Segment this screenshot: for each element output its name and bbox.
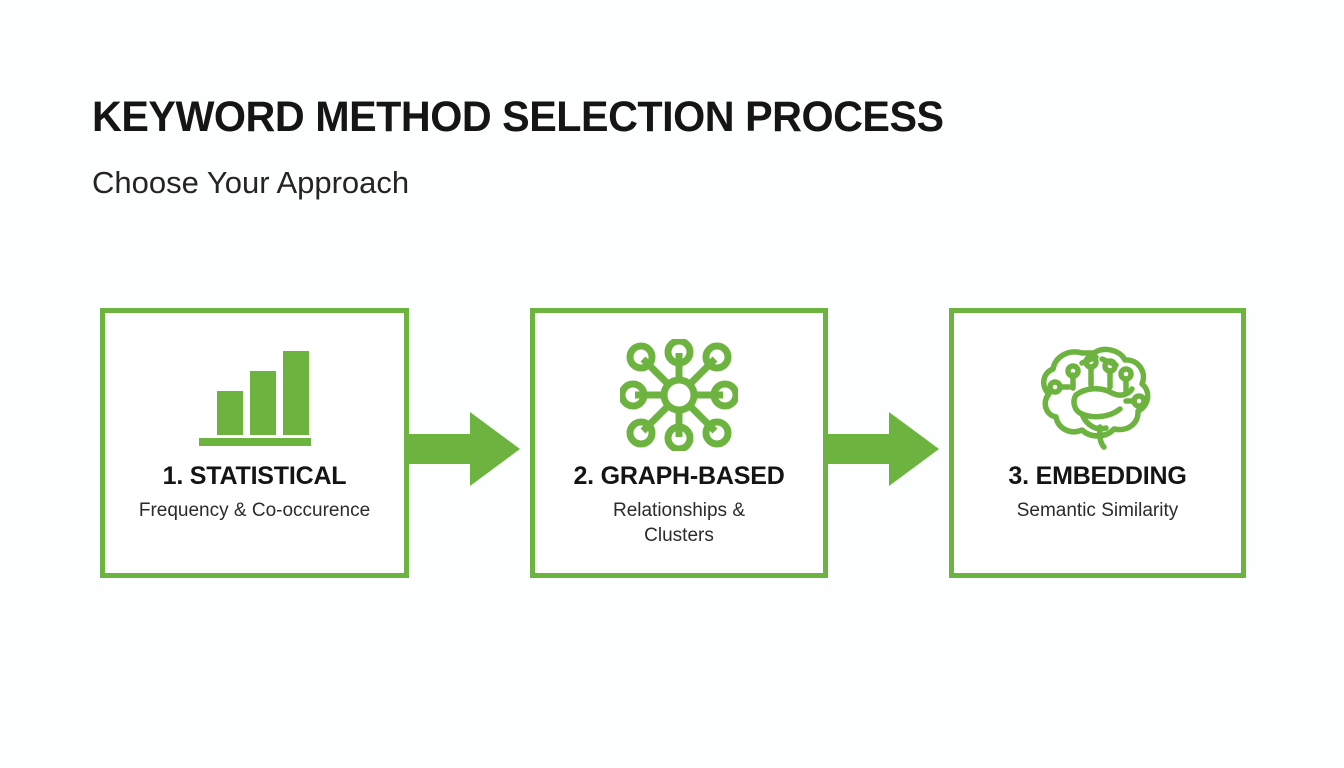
page-subtitle: Choose Your Approach [92,165,410,200]
process-step-description: Frequency & Co-occurence [138,500,371,522]
brain-circuit-icon [1036,339,1160,451]
process-step-title: 1. STATISTICAL [162,462,347,490]
process-step-title: 3. EMBEDDING [1008,462,1187,490]
page-title: KEYWORD METHOD SELECTION PROCESS [92,93,944,141]
arrow-right-icon [827,412,939,486]
process-step-statistical[interactable]: 1. STATISTICAL Frequency & Co-occurence [100,308,409,578]
process-step-embedding[interactable]: 3. EMBEDDING Semantic Similarity [949,308,1246,578]
bar-chart-icon [198,339,311,451]
process-step-description: Relationships & Clusters [612,500,746,547]
slide-header: KEYWORD METHOD SELECTION PROCESS Choose … [92,93,979,200]
process-step-description: Semantic Similarity [1016,500,1179,522]
process-step-title: 2. GRAPH-BASED [573,462,785,490]
arrow-right-icon [408,412,520,486]
process-step-graph-based[interactable]: 2. GRAPH-BASED Relationships & Clusters [530,308,828,578]
process-flow: 1. STATISTICAL Frequency & Co-occurence [0,308,1344,578]
network-hub-icon [620,339,738,451]
